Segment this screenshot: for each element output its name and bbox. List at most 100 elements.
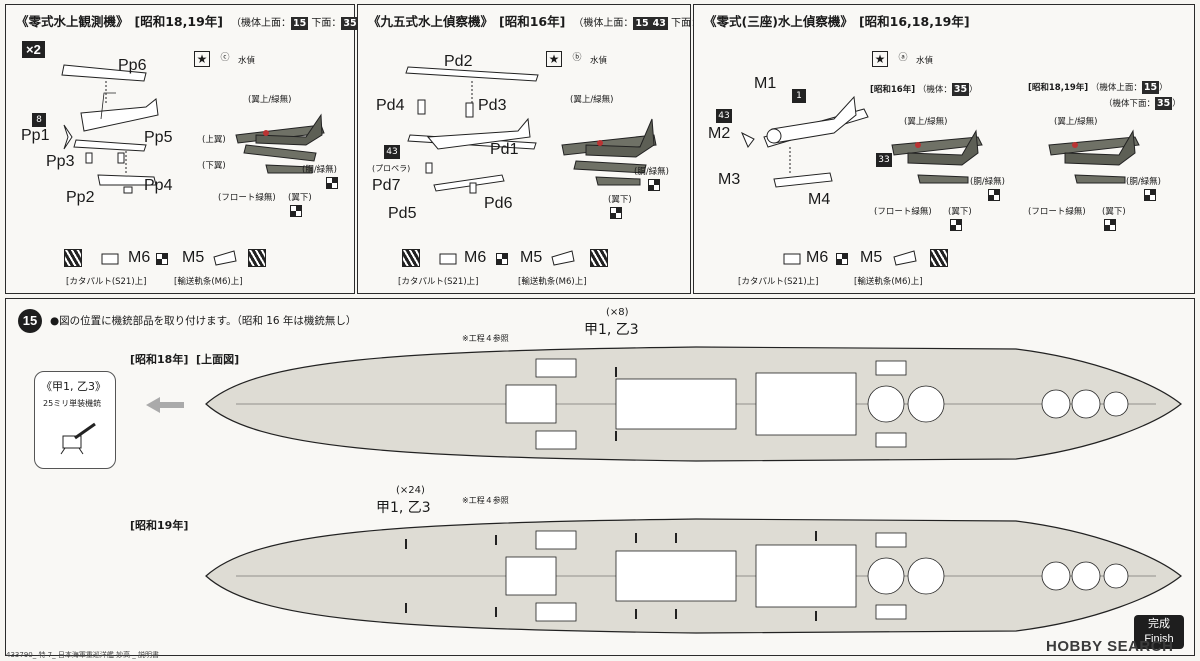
v2-label-wing-top: (翼上/緑無) [1054,117,1098,127]
panel1-top-num: 15 [290,17,309,30]
panel2-era: [昭和16年] [499,14,566,29]
rail-icon [590,249,608,267]
label-upper-wing: (上翼) [202,135,226,145]
part-m6: M6 [464,249,487,266]
callout-sub: 25ミリ単装機銃 [43,399,102,408]
role-letter-c: ⓒ [220,53,230,63]
roundel-icon [950,219,962,231]
panel-type0-observation: 《零式水上観測機》[昭和18,19年]（機体上面：15 下面：35） ×2 8 … [5,4,369,294]
part-m6: M6 [806,249,829,266]
role-letter-a: ⓐ [898,53,908,63]
variant2-top-num: 15 [1141,81,1160,94]
panel3-exploded-diagram [741,95,869,188]
label-lower-wing: (下翼) [202,161,226,171]
rail-icon [930,249,948,267]
v1-label-wing-under: (翼下) [948,207,972,217]
part-m3: M3 [718,171,741,188]
variant1-painted-plane [891,129,983,184]
ship1-gun-parts: 甲1, 乙3 [584,322,639,338]
roundel-icon [326,177,338,189]
ship1-ref-note: ※工程４参照 [462,334,509,343]
roundel-icon [1104,219,1116,231]
roundel-icon [496,253,508,265]
part-pp5: Pp5 [144,129,173,146]
part-pp2: Pp2 [66,189,95,206]
decal-number-43: 43 [716,109,732,123]
panel3-title-row: 《零式(三座)水上偵察機》 [昭和16,18,19年] [704,11,970,30]
gun-icon [60,422,96,455]
rail-label: [輸送軌条(M6)上] [174,277,243,287]
roundel-icon [1144,189,1156,201]
panel3-era: [昭和16,18,19年] [858,14,970,29]
v1-label-wing-top: (翼上/緑無) [904,117,948,127]
ship-1944-top-view [205,518,1182,634]
label-wing-top: (翼上/緑無) [570,95,614,105]
catapult-label: [カタパルト(S21)上] [66,277,147,287]
v2-label-float: (フロート緑無) [1028,207,1086,217]
rail-label: [輸送軌条(M6)上] [518,277,587,287]
m6-part-icon [783,253,801,265]
label-fuselage: (胴/緑無) [302,165,337,175]
part-m5: M5 [860,249,883,266]
variant2-painted-plane [1048,129,1140,184]
m6-part-icon [439,253,457,265]
panel3-title: 《零式(三座)水上偵察機》 [704,14,853,29]
part-pd4: Pd4 [376,97,405,114]
multiplier-badge: ×2 [22,41,45,58]
ship2-gun-parts: 甲1, 乙3 [376,500,431,516]
ship2-count: (×24) [396,485,425,496]
panel1-title: 《零式水上観測機》 [16,14,129,29]
decal-number-1: 1 [792,89,806,103]
variant2-info: [昭和18,19年] （機体上面：15） [1028,81,1168,94]
decal-number-8: 8 [32,113,46,127]
gun-callout: 《甲1, 乙3》 25ミリ単装機銃 [34,371,116,469]
roundel-icon [836,253,848,265]
ship2-era: [昭和19年] [130,519,189,532]
step-number-badge: 15 [18,309,42,333]
star-icon: ★ [546,51,562,67]
roundel-icon [610,207,622,219]
panel1-bottom-num: 35 [341,17,359,30]
ship1-era: [昭和18年] [上面図] [130,353,240,366]
m5-part-icon [551,250,575,266]
catapult-label: [カタパルト(S21)上] [738,277,819,287]
part-pp4: Pp4 [144,177,173,194]
part-pp3: Pp3 [46,153,75,170]
m5-part-icon [213,250,237,266]
v2-label-fuselage: (胴/緑無) [1126,177,1161,187]
catapult-icon [64,249,82,267]
page-footer: 433790_ 特 7_ 日本海軍重巡洋艦 妙高 _ 説明書 [6,651,160,659]
watermark: HOBBY SEARCH [1046,638,1174,655]
variant1-num: 35 [951,83,970,96]
v2-label-wing-under: (翼下) [1102,207,1126,217]
ship-1943-top-view [205,346,1182,462]
part-pp1: Pp1 [21,127,50,144]
variant2-bottom-num: 35 [1155,97,1173,110]
variant2-bottom-info: （機体下面：35） [1104,97,1181,110]
part-pp6: Pp6 [118,57,147,74]
decal-number-33: 33 [876,153,892,167]
part-m1: M1 [754,75,777,92]
part-m6: M6 [128,249,151,266]
panel1-title-row: 《零式水上観測機》 [昭和18,19年] （機体上面：15 下面：35） [16,11,369,30]
panel1-view-info: （機体上面：15 下面：35） [230,17,369,30]
part-m5: M5 [182,249,205,266]
step-15-panel: 15 ●図の位置に機銃部品を取り付けます。（昭和 16 年は機銃無し） [昭和1… [5,298,1195,656]
part-pd3: Pd3 [478,97,507,114]
label-wing-under: (翼下) [608,195,632,205]
rail-label: [輸送軌条(M6)上] [854,277,923,287]
star-icon: ★ [872,51,888,67]
m6-part-icon [101,253,119,265]
part-pd1: Pd1 [490,141,519,158]
finish-jp: 完成 [1148,618,1170,630]
panel1-era: [昭和18,19年] [134,14,223,29]
catapult-label: [カタパルト(S21)上] [398,277,479,287]
rail-icon [248,249,266,267]
panel1-painted-plane [235,113,325,174]
part-m2: M2 [708,125,731,142]
finish-badge: 完成 Finish [1134,615,1184,649]
label-fuselage: (胴/緑無) [634,167,669,177]
step-instruction: ●図の位置に機銃部品を取り付けます。（昭和 16 年は機銃無し） [50,315,357,327]
v1-label-float: (フロート緑無) [874,207,932,217]
part-pd5: Pd5 [388,205,417,222]
